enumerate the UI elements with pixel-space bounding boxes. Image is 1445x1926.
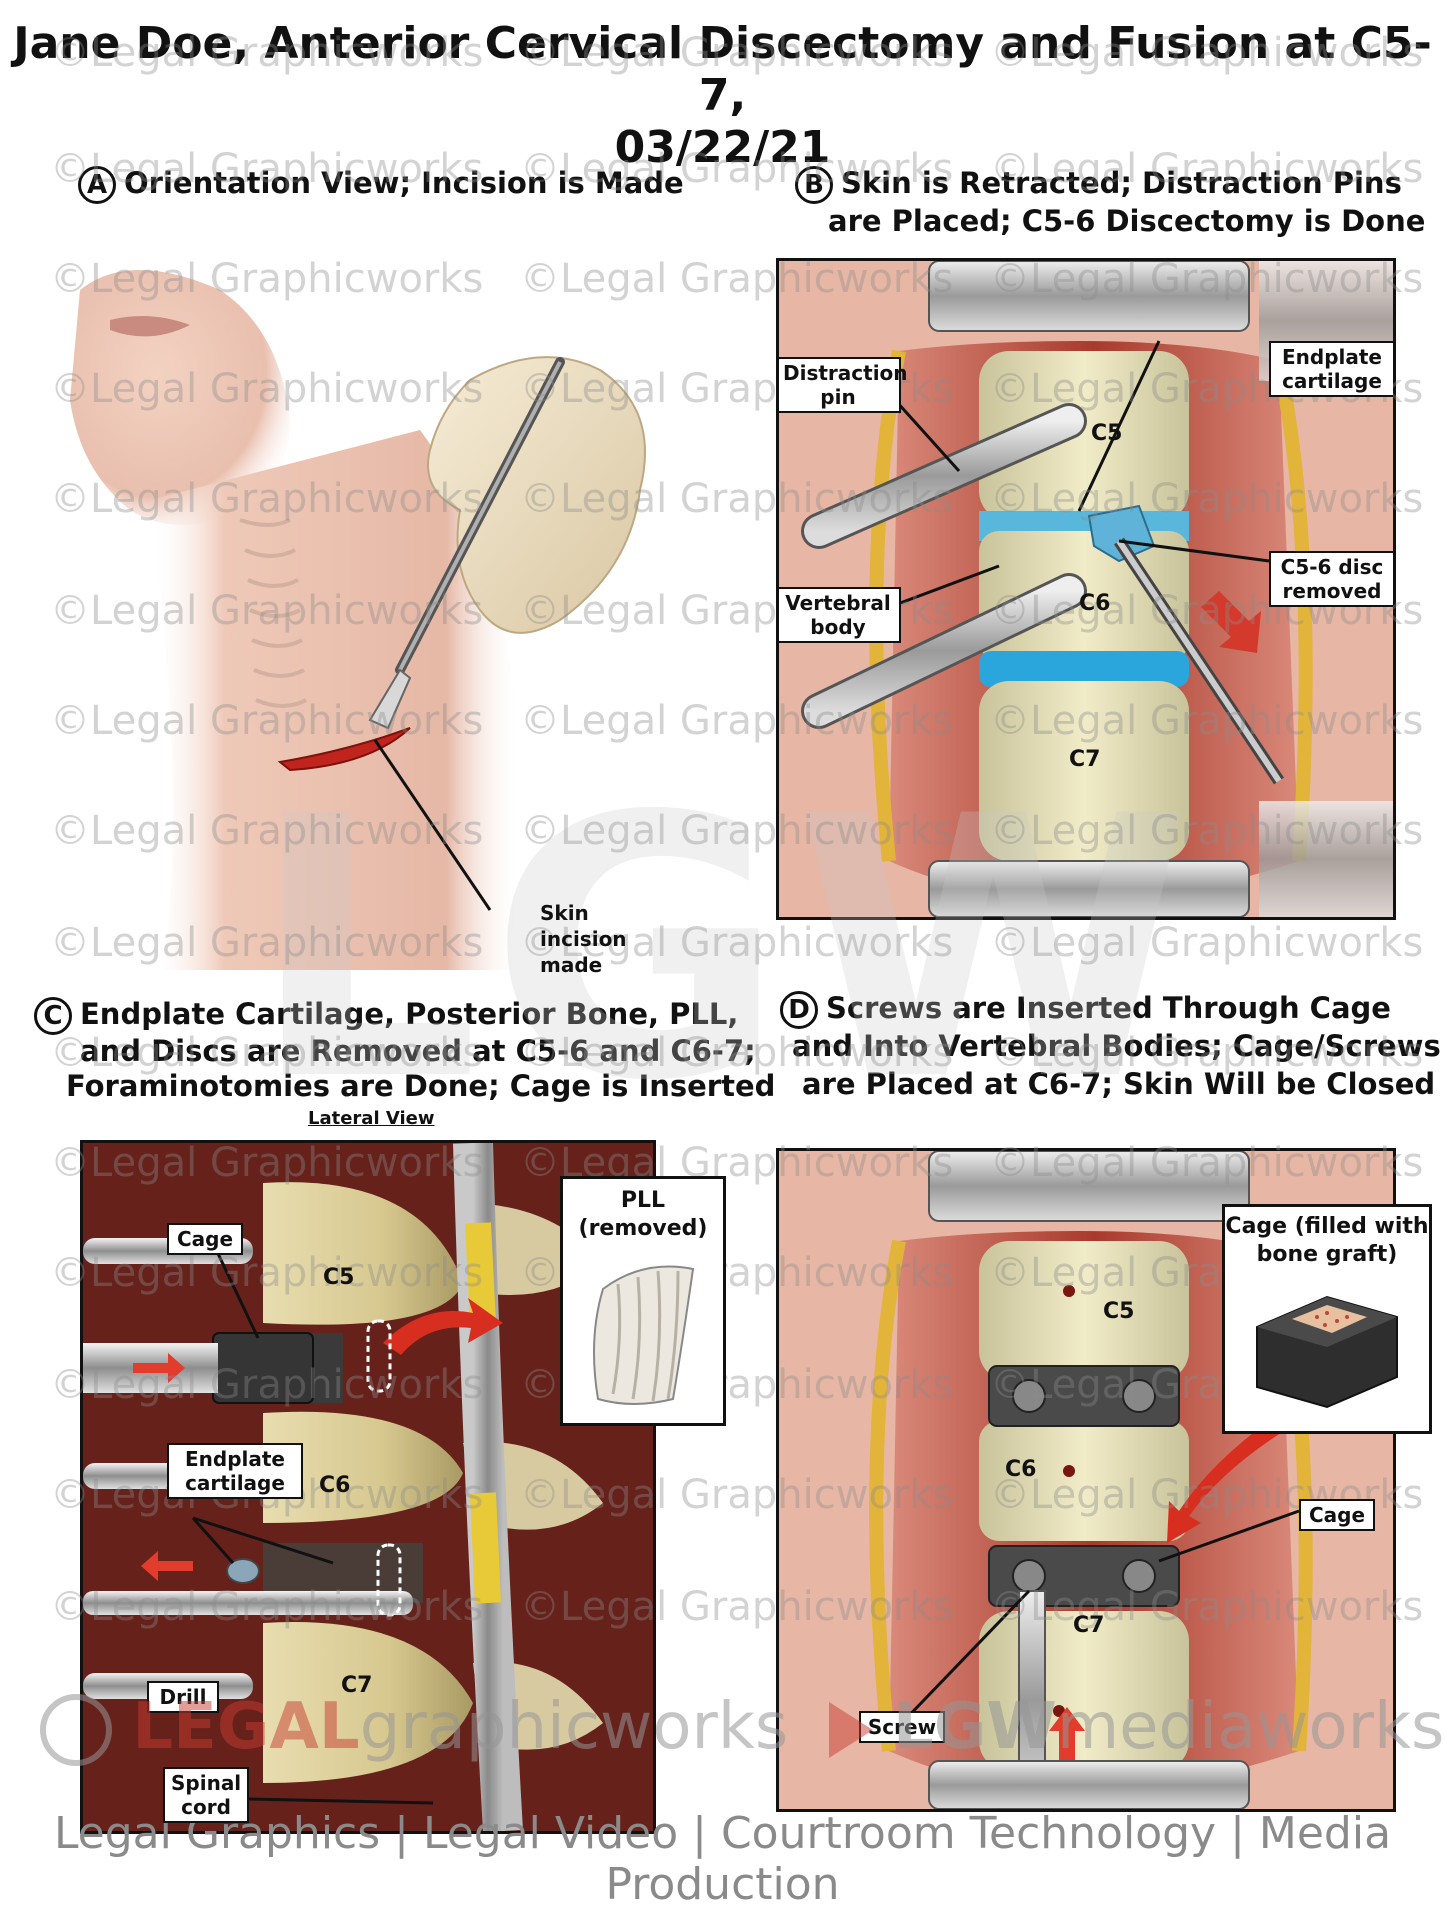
label-c7-b: C7 xyxy=(1069,747,1101,772)
section-b-title-line-1: Skin is Retracted; Distraction Pins xyxy=(841,166,1402,200)
section-c-letter: C xyxy=(34,997,72,1035)
logo-legal: LEGAL xyxy=(132,1690,360,1764)
label-skin-incision: Skin incision made xyxy=(540,901,627,977)
label-c56-disc-removed: C5-6 disc removed xyxy=(1269,551,1393,607)
section-d-letter: D xyxy=(780,991,818,1029)
logo-graphicworks: graphicworks xyxy=(359,1690,789,1764)
label-c7-d: C7 xyxy=(1073,1613,1105,1638)
panel-d-illustration: Cage Screw C5 C6 C7 xyxy=(776,1148,1396,1812)
cage-device-icon xyxy=(1256,1295,1398,1409)
label-cage-c: Cage xyxy=(167,1223,243,1255)
label-c7-c: C7 xyxy=(341,1673,373,1698)
section-d-title-line-1: Screws are Inserted Through Cage xyxy=(826,991,1391,1025)
orientation-view-illustration xyxy=(40,250,710,970)
pll-inset: PLL (removed) xyxy=(560,1176,726,1426)
pll-tissue-icon xyxy=(593,1265,695,1405)
footer-tagline: Legal Graphics | Legal Video | Courtroom… xyxy=(53,1808,1392,1910)
section-c-title-line-2: and Discs are Removed at C5-6 and C6-7; xyxy=(80,1034,756,1068)
logo-mediaworks: mediaworks xyxy=(1056,1690,1445,1764)
label-drill: Drill xyxy=(147,1681,219,1713)
label-endplate-cartilage-b: Endplate cartilage xyxy=(1269,341,1393,397)
play-icon xyxy=(828,1702,873,1759)
logo-lgw: LGW xyxy=(892,1690,1057,1764)
label-cage-filled: Cage (filled with bone graft) xyxy=(1225,1214,1429,1267)
section-c-title-line-1: Endplate Cartilage, Posterior Bone, PLL, xyxy=(80,997,739,1031)
section-a-title-text: Orientation View; Incision is Made xyxy=(124,166,684,200)
section-c-title-line-3: Foraminotomies are Done; Cage is Inserte… xyxy=(66,1069,776,1103)
panel-b-illustration: Distraction pin Endplate cartilage C5-6 … xyxy=(776,258,1396,920)
magnifier-icon xyxy=(40,1694,112,1767)
page-title: Jane Doe, Anterior Cervical Discectomy a… xyxy=(0,18,1445,174)
label-vertebral-body: Vertebral body xyxy=(779,587,901,643)
cage-inset: Cage (filled with bone graft) xyxy=(1222,1204,1432,1434)
label-c6-c: C6 xyxy=(319,1473,351,1498)
section-a-letter: A xyxy=(78,166,116,204)
company-logo: LEGALgraphicworks LGWmediaworks xyxy=(40,1690,1445,1767)
label-c6-d: C6 xyxy=(1005,1457,1037,1482)
label-c5-d: C5 xyxy=(1103,1299,1135,1324)
panel-c-illustration: Cage Endplate cartilage Drill Spinal cor… xyxy=(80,1140,656,1834)
watermark-text: ©Legal Graphicworks xyxy=(990,920,1424,966)
label-pll-removed: PLL (removed) xyxy=(578,1188,708,1241)
label-endplate-cartilage-c: Endplate cartilage xyxy=(167,1443,303,1499)
label-cage-d: Cage xyxy=(1299,1499,1375,1531)
section-b-title-line-2: are Placed; C5-6 Discectomy is Done xyxy=(828,204,1426,238)
label-c5-b: C5 xyxy=(1091,421,1123,446)
label-spinal-cord: Spinal cord xyxy=(163,1767,249,1823)
section-b-letter: B xyxy=(795,166,833,204)
label-distraction-pin: Distraction pin xyxy=(779,357,908,413)
title-line-1: Jane Doe, Anterior Cervical Discectomy a… xyxy=(13,18,1432,121)
title-line-2: 03/22/21 xyxy=(614,122,831,173)
section-d-title-line-3: are Placed at C6-7; Skin Will be Closed xyxy=(802,1067,1436,1101)
section-c-subtitle: Lateral View xyxy=(308,1108,435,1129)
label-c6-b: C6 xyxy=(1079,591,1111,616)
section-d-title-line-2: and Into Vertebral Bodies; Cage/Screws xyxy=(792,1029,1441,1063)
label-c5-c: C5 xyxy=(323,1265,355,1290)
